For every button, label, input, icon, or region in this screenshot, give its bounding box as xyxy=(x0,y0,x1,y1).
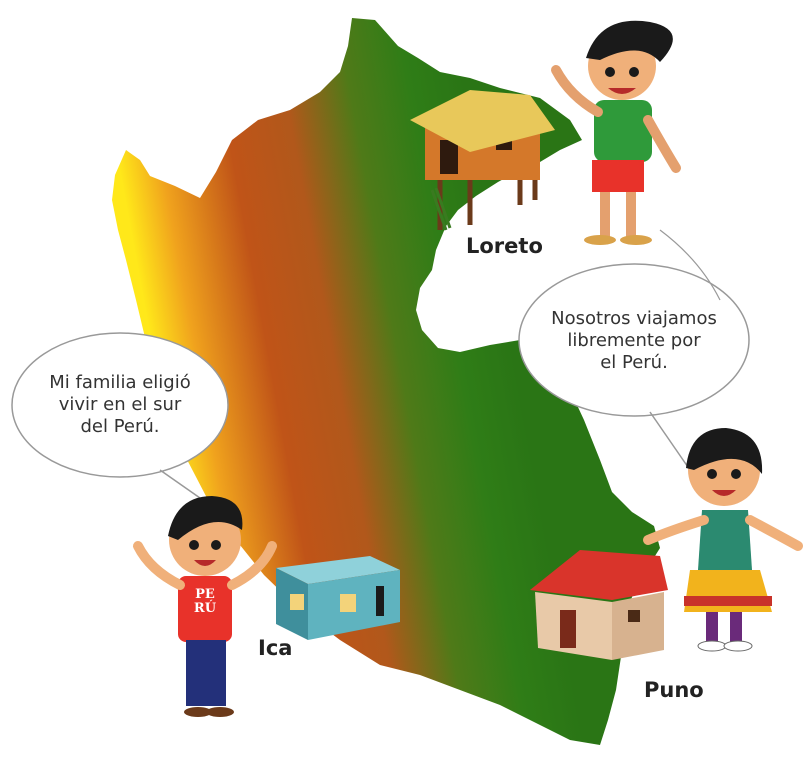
shirt-text: PE RÚ xyxy=(188,588,222,616)
speech-bubble-right-text: Nosotros viajamos libremente por el Perú… xyxy=(538,308,730,374)
place-label-puno: Puno xyxy=(644,678,704,702)
shirt-text-line-2: RÚ xyxy=(193,601,217,616)
place-label-ica: Ica xyxy=(258,636,293,660)
girl-puno xyxy=(643,428,803,652)
speech-bubble-left-text: Mi familia eligió vivir en el sur del Pe… xyxy=(30,372,210,438)
speech-bubble-left xyxy=(11,332,229,478)
house-ica xyxy=(276,556,400,640)
peru-map xyxy=(112,18,660,745)
bubble-left-line-2: vivir en el sur xyxy=(58,394,182,415)
speech-bubble-right-connector xyxy=(659,229,721,301)
stilt-house-loreto xyxy=(410,90,555,231)
boy-loreto xyxy=(551,20,681,245)
bubble-left-line-1: Mi familia eligió xyxy=(49,372,191,393)
house-puno xyxy=(530,550,668,660)
boy-ica xyxy=(133,496,277,717)
bubble-right-line-2: libremente por xyxy=(567,330,701,351)
speech-bubble-right xyxy=(518,263,750,417)
bubble-right-line-3: el Perú. xyxy=(600,352,668,373)
bubble-left-line-3: del Perú. xyxy=(80,416,160,437)
speech-bubble-left-tail xyxy=(159,469,201,499)
place-label-loreto: Loreto xyxy=(466,234,543,258)
speech-bubble-right-tail xyxy=(649,411,691,471)
shirt-text-line-1: PE xyxy=(195,587,215,602)
bubble-right-line-1: Nosotros viajamos xyxy=(551,308,717,329)
